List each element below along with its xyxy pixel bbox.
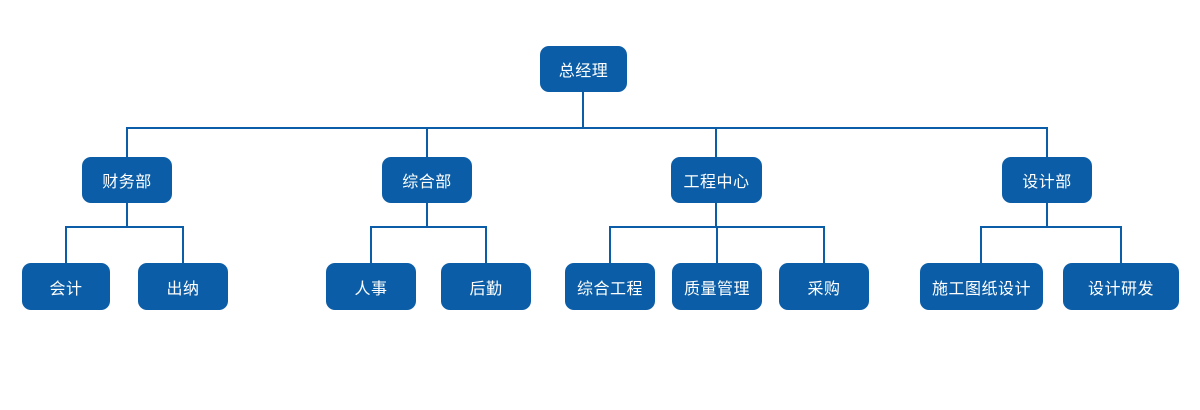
connector-root-stem: [582, 92, 584, 129]
connector-drop-cashier: [182, 226, 184, 263]
connector-drop-design: [1046, 127, 1048, 157]
node-general-manager: 总经理: [540, 46, 627, 92]
node-general-engineering: 综合工程: [565, 263, 655, 310]
connector-finance-bus: [65, 226, 184, 228]
connector-drop-general-engineering: [609, 226, 611, 263]
node-design-dept: 设计部: [1002, 157, 1092, 203]
connector-engineering-stem: [715, 203, 717, 228]
node-finance-dept: 财务部: [82, 157, 172, 203]
connector-drop-construction-drawing: [980, 226, 982, 263]
connector-drop-accounting: [65, 226, 67, 263]
connector-level2-bus: [126, 127, 1048, 129]
connector-finance-stem: [126, 203, 128, 228]
node-general-affairs-dept: 综合部: [382, 157, 472, 203]
node-quality-management: 质量管理: [672, 263, 762, 310]
connector-design-stem: [1046, 203, 1048, 228]
connector-design-bus: [980, 226, 1122, 228]
connector-drop-procurement: [823, 226, 825, 263]
connector-drop-hr: [370, 226, 372, 263]
connector-drop-logistics: [485, 226, 487, 263]
node-hr: 人事: [326, 263, 416, 310]
node-accounting: 会计: [22, 263, 110, 310]
node-logistics: 后勤: [441, 263, 531, 310]
node-engineering-center: 工程中心: [671, 157, 762, 203]
node-design-rd: 设计研发: [1063, 263, 1179, 310]
node-construction-drawing-design: 施工图纸设计: [920, 263, 1043, 310]
connector-general-affairs-bus: [370, 226, 487, 228]
node-cashier: 出纳: [138, 263, 228, 310]
connector-drop-engineering: [715, 127, 717, 157]
connector-drop-quality: [716, 226, 718, 263]
connector-drop-general-affairs: [426, 127, 428, 157]
connector-general-affairs-stem: [426, 203, 428, 228]
connector-drop-design-rd: [1120, 226, 1122, 263]
node-procurement: 采购: [779, 263, 869, 310]
connector-drop-finance: [126, 127, 128, 157]
